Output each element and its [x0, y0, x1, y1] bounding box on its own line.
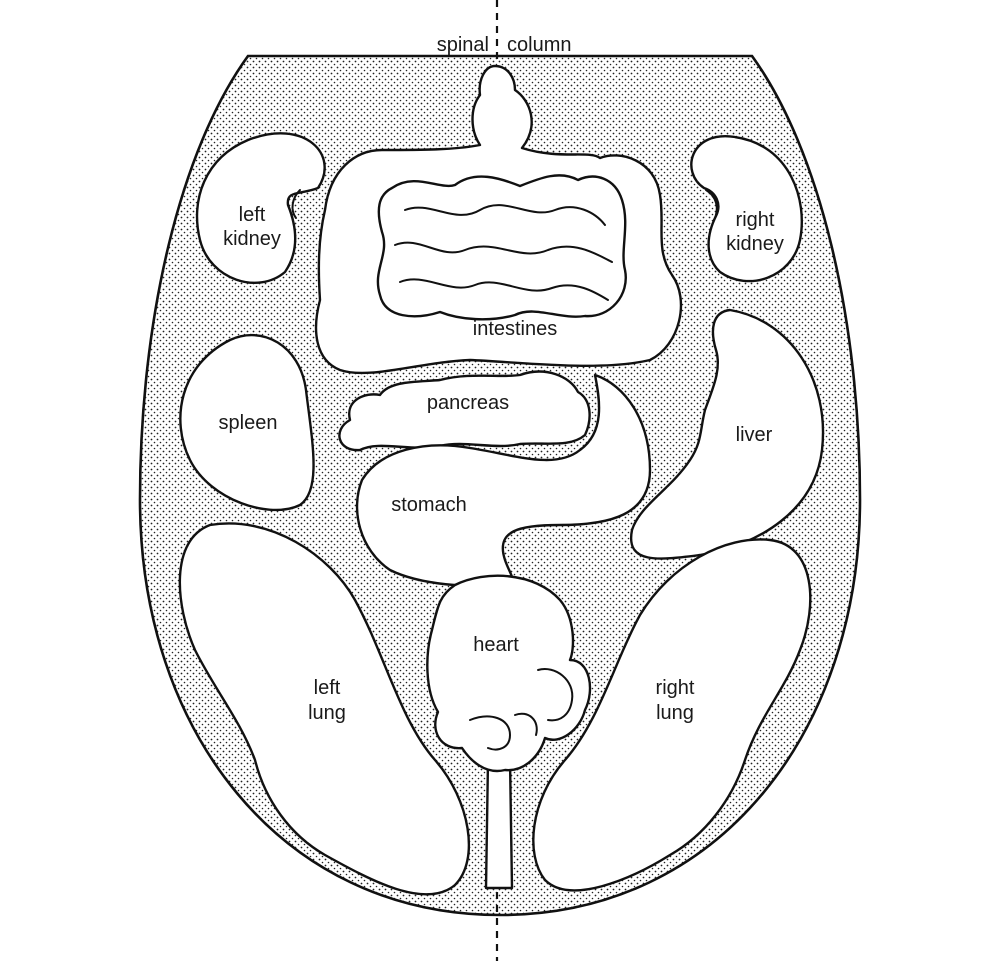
- label-left-kidney-1: left: [239, 204, 266, 226]
- liver: [629, 308, 825, 560]
- left-lung: [178, 522, 471, 896]
- label-stomach: stomach: [391, 494, 467, 516]
- label-right-kidney-1: right: [736, 209, 775, 231]
- label-spinal: spinal: [437, 34, 489, 56]
- intestine-coils: [376, 174, 627, 321]
- label-right-lung-1: right: [656, 677, 695, 699]
- stomach: [355, 373, 652, 588]
- label-right-kidney-2: kidney: [726, 233, 784, 255]
- heart-chamber-fold-2: [469, 715, 512, 751]
- label-liver: liver: [736, 424, 773, 446]
- label-heart: heart: [473, 634, 519, 656]
- label-column: column: [507, 34, 571, 56]
- label-left-lung-2: lung: [308, 702, 346, 724]
- intestine-loop-1: [404, 204, 606, 226]
- pancreas: [338, 370, 591, 452]
- intestine-loop-2: [394, 241, 613, 263]
- trachea: [484, 758, 514, 890]
- intestine-loop-3: [399, 278, 609, 301]
- label-left-lung-1: left: [314, 677, 341, 699]
- right-kidney-hilum: [705, 189, 718, 221]
- label-pancreas: pancreas: [427, 392, 509, 414]
- left-kidney: [195, 132, 326, 285]
- right-lung: [532, 538, 812, 892]
- label-spleen: spleen: [219, 412, 278, 434]
- left-kidney-hilum: [291, 189, 301, 219]
- spleen: [179, 333, 315, 512]
- heart-chamber-fold-3: [514, 712, 538, 736]
- label-left-kidney-2: kidney: [223, 228, 281, 250]
- label-right-lung-2: lung: [656, 702, 694, 724]
- label-intestines: intestines: [473, 318, 558, 340]
- right-kidney: [690, 135, 804, 283]
- heart-chamber-fold-1: [537, 668, 574, 722]
- heart: [426, 574, 592, 773]
